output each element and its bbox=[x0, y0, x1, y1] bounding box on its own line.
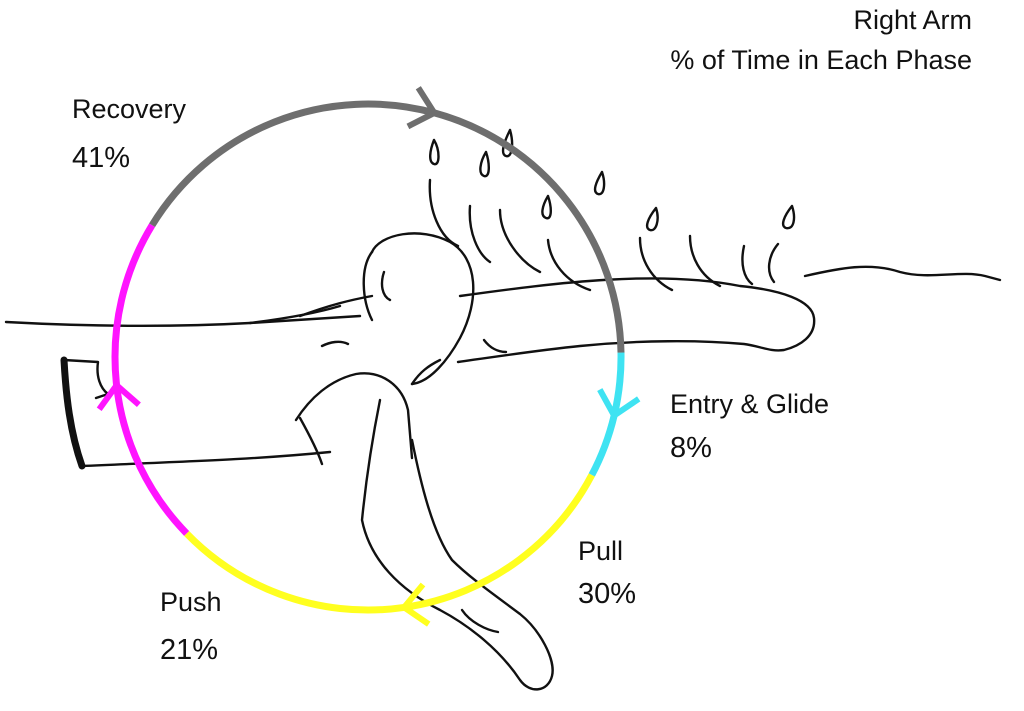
recovery-label: Recovery bbox=[72, 94, 187, 124]
pull-percent: 30% bbox=[578, 578, 637, 610]
pulling-arm bbox=[360, 398, 554, 691]
splash bbox=[428, 128, 796, 292]
title-line-1: Right Arm bbox=[853, 5, 972, 35]
entry-arrow bbox=[597, 388, 641, 420]
recovery-arc bbox=[149, 100, 625, 353]
entry-label: Entry & Glide bbox=[670, 389, 830, 419]
shoulder-outline bbox=[294, 372, 414, 460]
pull-label: Pull bbox=[578, 536, 624, 566]
pull-arrow bbox=[399, 582, 431, 627]
water-line-right bbox=[803, 265, 1002, 282]
head-outline bbox=[370, 232, 475, 386]
recovery-percent: 41% bbox=[72, 142, 131, 174]
title-line-2: % of Time in Each Phase bbox=[670, 45, 972, 75]
water-line bbox=[4, 314, 362, 328]
leading-arm bbox=[456, 277, 816, 364]
pull-arc bbox=[184, 473, 595, 614]
push-arc bbox=[111, 223, 190, 536]
push-label: Push bbox=[160, 587, 222, 617]
legs-outline bbox=[62, 358, 332, 468]
entry-percent: 8% bbox=[670, 432, 712, 464]
push-arrow bbox=[96, 380, 141, 412]
push-percent: 21% bbox=[160, 634, 219, 666]
phase-ring bbox=[96, 86, 641, 627]
recovery-arrow bbox=[406, 86, 439, 130]
